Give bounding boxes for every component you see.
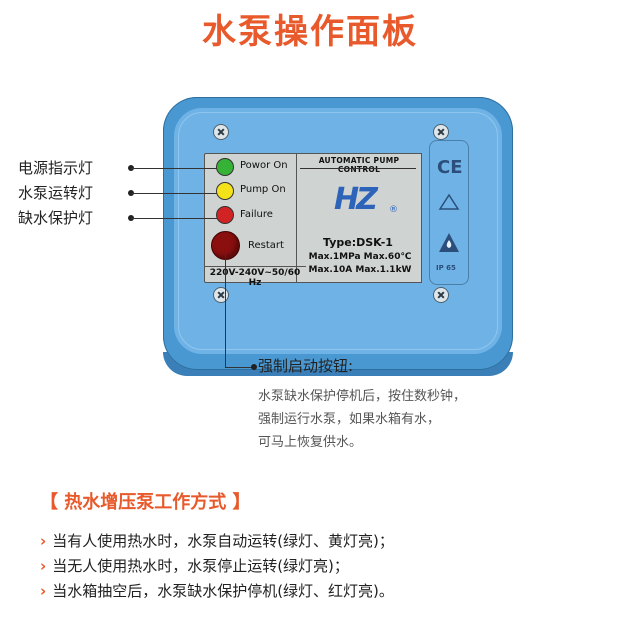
callout-dot [251,364,257,370]
screw-icon [213,287,229,303]
force-start-desc-2: 强制运行水泵，如果水箱有水， [258,412,441,427]
failure-led-label: Failure [240,209,273,220]
ce-mark: CE [437,157,463,178]
screw-icon [433,124,449,140]
chevron-right-icon: › [40,582,47,600]
certification-panel [429,140,469,285]
leader-line [131,218,217,219]
model-type: Type:DSK-1 [323,236,393,249]
mode-item-text: 当水箱抽空后，水泵缺水保护停机(绿灯、红灯亮)。 [52,582,394,600]
spec-line-1: Max.1MPa Max.60℃ [308,252,412,262]
power-led-label: Powor On [240,160,288,171]
voltage-label: 220V-240V~50/60 Hz [204,266,306,288]
screw-icon [433,287,449,303]
leader-line [131,193,217,194]
registered-mark: ® [389,205,398,215]
mode-item: › 当无人使用热水时，水泵停止运转(绿灯亮)； [40,555,349,576]
chevron-right-icon: › [40,532,47,550]
chevron-right-icon: › [40,557,47,575]
spec-line-2: Max.10A Max.1.1kW [308,265,412,275]
force-start-title: 强制启动按钮: [258,357,354,375]
mode-section-title: 【 热水增压泵工作方式 】 [40,492,251,513]
pump-led-icon [216,182,234,200]
screw-icon [213,124,229,140]
page-title: 水泵操作面板 [202,12,418,52]
force-start-desc-3: 可马上恢复供水。 [258,435,363,450]
restart-label: Restart [248,240,284,251]
brand-logo: HZ [334,182,378,217]
water-drop-icon [439,233,459,252]
info-panel [296,153,422,283]
callout-failure-light: 缺水保护灯 [18,209,94,227]
leader-line [131,168,217,169]
warning-triangle-icon [438,193,460,210]
leader-line [225,367,253,368]
mode-item-text: 当有人使用热水时，水泵自动运转(绿灯、黄灯亮)； [52,532,394,550]
leader-line [225,246,226,368]
panel-header: AUTOMATIC PUMP CONTROL [318,156,400,174]
mode-item: › 当水箱抽空后，水泵缺水保护停机(绿灯、红灯亮)。 [40,580,394,601]
force-start-desc-1: 水泵缺水保护停机后，按住数秒钟， [258,389,467,404]
mode-item: › 当有人使用热水时，水泵自动运转(绿灯、黄灯亮)； [40,530,394,551]
failure-led-icon [216,206,234,224]
ip-rating: IP 65 [436,264,456,272]
power-led-icon [216,158,234,176]
callout-pump-light: 水泵运转灯 [18,184,94,202]
callout-power-light: 电源指示灯 [18,159,94,177]
pump-led-label: Pump On [240,184,286,195]
mode-item-text: 当无人使用热水时，水泵停止运转(绿灯亮)； [52,557,349,575]
header-divider [300,168,416,169]
